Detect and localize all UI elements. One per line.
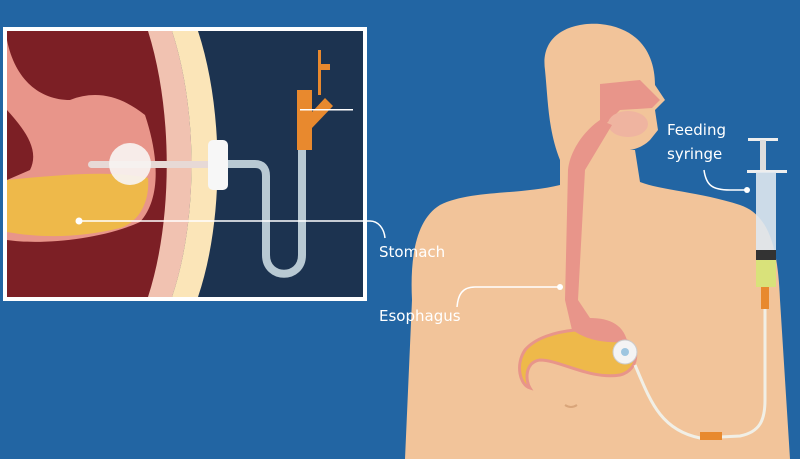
internal-bumper [109, 143, 151, 185]
feeding-syringe-label-line2: syringe [667, 145, 723, 163]
inset-leader-dot [75, 217, 83, 225]
external-bolster [208, 140, 228, 190]
esophagus-label: Esophagus [379, 307, 461, 325]
stoma-closeup-inset [3, 27, 386, 301]
navel [564, 404, 578, 408]
tube-connector [700, 432, 722, 440]
inset-stomach-leader [79, 220, 386, 239]
feeding-syringe-label-line1: Feeding [667, 121, 726, 139]
feeding-tube [633, 300, 767, 440]
port-center [621, 348, 629, 356]
feeding-syringe [747, 138, 787, 309]
y-connector [297, 90, 333, 150]
human-body [405, 23, 790, 459]
syringe-leader [703, 169, 747, 191]
esophagus-leader-dot [557, 284, 563, 290]
esophagus-leader [456, 286, 560, 308]
stomach-label: Stomach [379, 243, 446, 261]
nasal-oral-cavity [600, 80, 660, 135]
syringe-leader-dot [744, 187, 750, 193]
torso [405, 150, 790, 459]
esophagus [565, 120, 628, 355]
tongue [608, 111, 648, 137]
inset-tube [228, 150, 306, 278]
